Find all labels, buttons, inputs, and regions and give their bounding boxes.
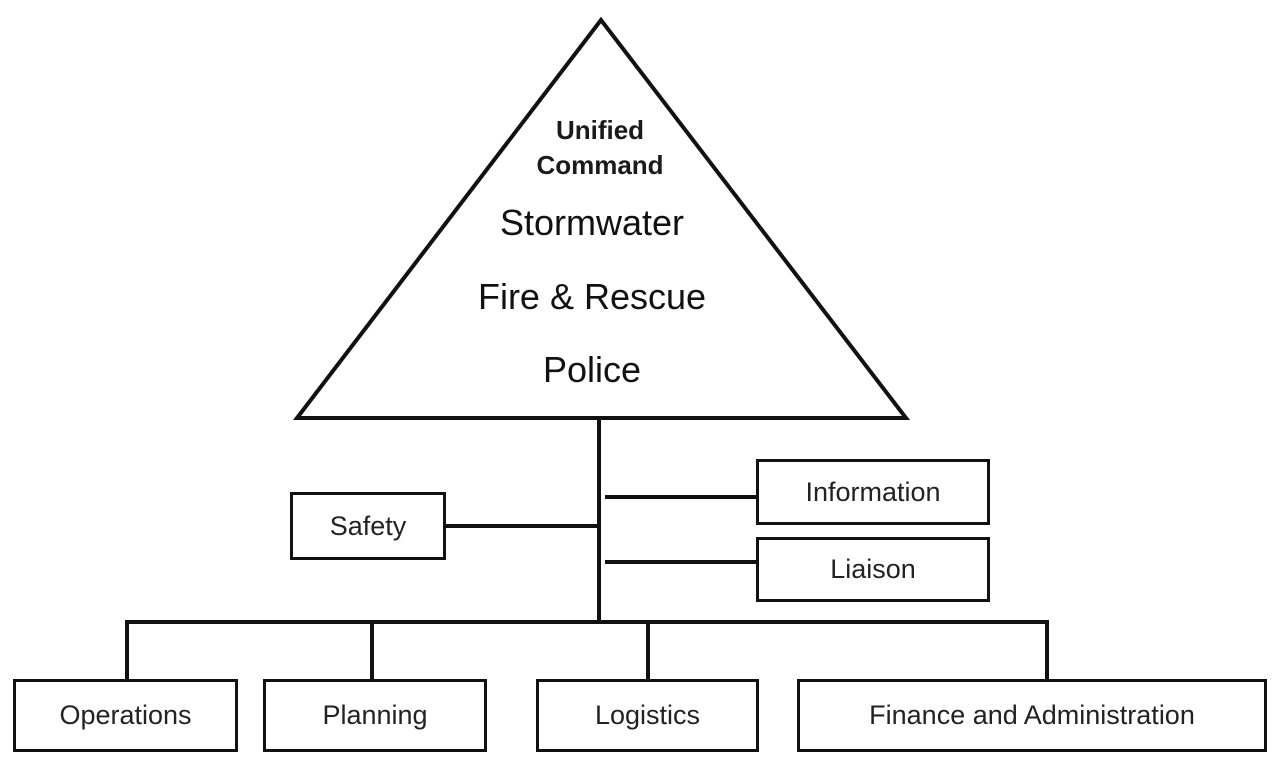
- planning-box: Planning: [263, 679, 487, 752]
- liaison-label: Liaison: [830, 554, 916, 584]
- heading-line-1: Unified: [555, 115, 645, 145]
- operations-label: Operations: [59, 700, 192, 730]
- agency-fire-rescue: Fire & Rescue: [477, 276, 707, 317]
- unified-command-triangle: [292, 16, 911, 420]
- finance-administration-box: Finance and Administration: [797, 679, 1267, 752]
- safety-label: Safety: [329, 510, 407, 541]
- information-label: Information: [805, 476, 941, 507]
- agency-stormwater: Stormwater: [499, 202, 685, 243]
- finance-administration-label: Finance and Administration: [869, 700, 1195, 730]
- planning-label: Planning: [322, 700, 428, 730]
- information-box: Information: [756, 459, 990, 525]
- operations-box: Operations: [13, 679, 238, 752]
- logistics-box: Logistics: [536, 679, 759, 752]
- agency-police: Police: [542, 349, 642, 390]
- liaison-box: Liaison: [756, 537, 990, 602]
- logistics-label: Logistics: [594, 700, 701, 730]
- safety-box: Safety: [290, 492, 446, 560]
- heading-line-2: Command: [536, 150, 664, 180]
